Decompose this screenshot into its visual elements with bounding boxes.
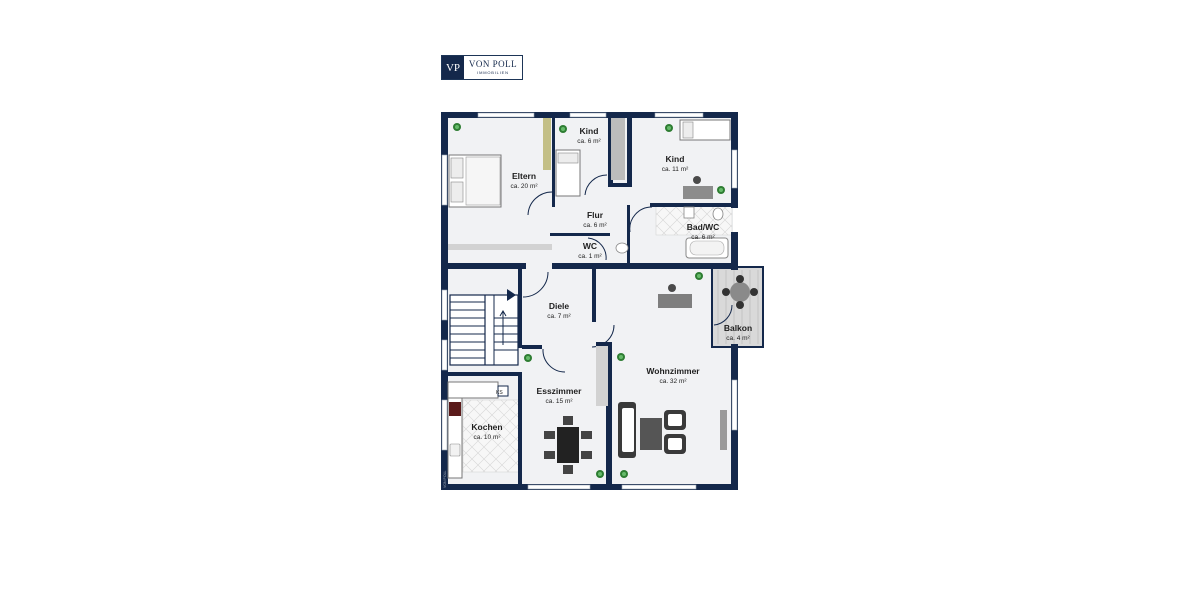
- room-name: Wohnzimmer: [646, 366, 700, 376]
- room-name: Flur: [587, 210, 604, 220]
- logo-tagline: IMMOBILIEN: [477, 70, 509, 75]
- plant-icon: [524, 354, 532, 362]
- room-area: ca. 7 m²: [547, 313, 571, 320]
- plant-icon: [620, 470, 628, 478]
- plant-icon: [453, 123, 461, 131]
- double-bed: [448, 154, 502, 208]
- room-area: ca. 1 m²: [578, 253, 602, 260]
- room-area: ca. 11 m²: [662, 166, 689, 173]
- room-name: Bad/WC: [687, 222, 720, 232]
- bathroom-fixtures: [615, 206, 729, 259]
- kitchen-counter: [447, 381, 509, 479]
- room-area: ca. 10 m²: [473, 434, 501, 441]
- dining-table: [544, 416, 592, 474]
- living-shelf: [596, 346, 608, 406]
- room-area: ca. 6 m²: [583, 222, 607, 229]
- sofa-set: [618, 402, 727, 458]
- room-label-esszimmer: Esszimmer ca. 15 m²: [537, 386, 583, 405]
- room-label-flur: Flur ca. 6 m²: [583, 210, 607, 229]
- room-name: Diele: [549, 301, 570, 311]
- room-name: Eltern: [512, 171, 536, 181]
- plant-icon: [695, 272, 703, 280]
- room-label-diele: Diele ca. 7 m²: [547, 301, 571, 320]
- door-swings: [522, 174, 733, 373]
- room-area: ca. 4 m²: [726, 335, 750, 342]
- shelf-kind1: [543, 118, 551, 170]
- logo-name: VON POLL: [468, 59, 518, 69]
- room-name: Kochen: [471, 422, 502, 432]
- room-name: Kind: [666, 154, 685, 164]
- company-logo: VP VON POLL IMMOBILIEN: [441, 55, 523, 80]
- room-area: ca. 20 m²: [510, 183, 538, 190]
- room-area: ca. 6 m²: [577, 138, 601, 145]
- plant-icon: [559, 125, 567, 133]
- room-label-balkon: Balkon ca. 4 m²: [724, 323, 752, 342]
- living-desk: [658, 284, 692, 308]
- balcony-table: [722, 275, 758, 309]
- kitchen-floor-tiles: [462, 399, 522, 473]
- plant-icon: [596, 470, 604, 478]
- room-label-wc: WC ca. 1 m²: [578, 241, 602, 260]
- room-label-bad-wc: Bad/WC ca. 6 m²: [687, 222, 720, 241]
- plant-icon: [665, 124, 673, 132]
- room-name: WC: [583, 241, 597, 251]
- single-bed-kind1: [555, 149, 581, 197]
- plant-icon: [717, 186, 725, 194]
- room-name: Esszimmer: [537, 386, 583, 396]
- room-label-eltern: Eltern ca. 20 m²: [510, 171, 538, 190]
- windows: [441, 112, 738, 490]
- ks-label: KS: [496, 390, 503, 396]
- wardrobe-eltern: [448, 244, 552, 250]
- room-label-kochen: Kochen ca. 10 m²: [471, 422, 502, 441]
- room-label-kind-large: Kind ca. 11 m²: [662, 154, 689, 173]
- room-name: Kind: [580, 126, 599, 136]
- room-area: ca. 6 m²: [691, 234, 715, 241]
- desk-kind2: [683, 176, 713, 199]
- room-name: Balkon: [724, 323, 752, 333]
- room-label-wohnzimmer: Wohnzimmer ca. 32 m²: [646, 366, 700, 385]
- entrance-arrow-icon: [507, 289, 516, 301]
- room-label-kind-small: Kind ca. 6 m²: [577, 126, 601, 145]
- wardrobe-flur: [611, 118, 625, 180]
- single-bed-kind2: [679, 119, 731, 141]
- logo-monogram: VP: [442, 56, 464, 79]
- plant-icon: [617, 353, 625, 361]
- room-area: ca. 32 m²: [659, 378, 687, 385]
- plan-watermark: VON POLL: [443, 470, 447, 488]
- plant-icons: [453, 123, 725, 478]
- room-area: ca. 15 m²: [545, 398, 573, 405]
- staircase: [449, 294, 519, 366]
